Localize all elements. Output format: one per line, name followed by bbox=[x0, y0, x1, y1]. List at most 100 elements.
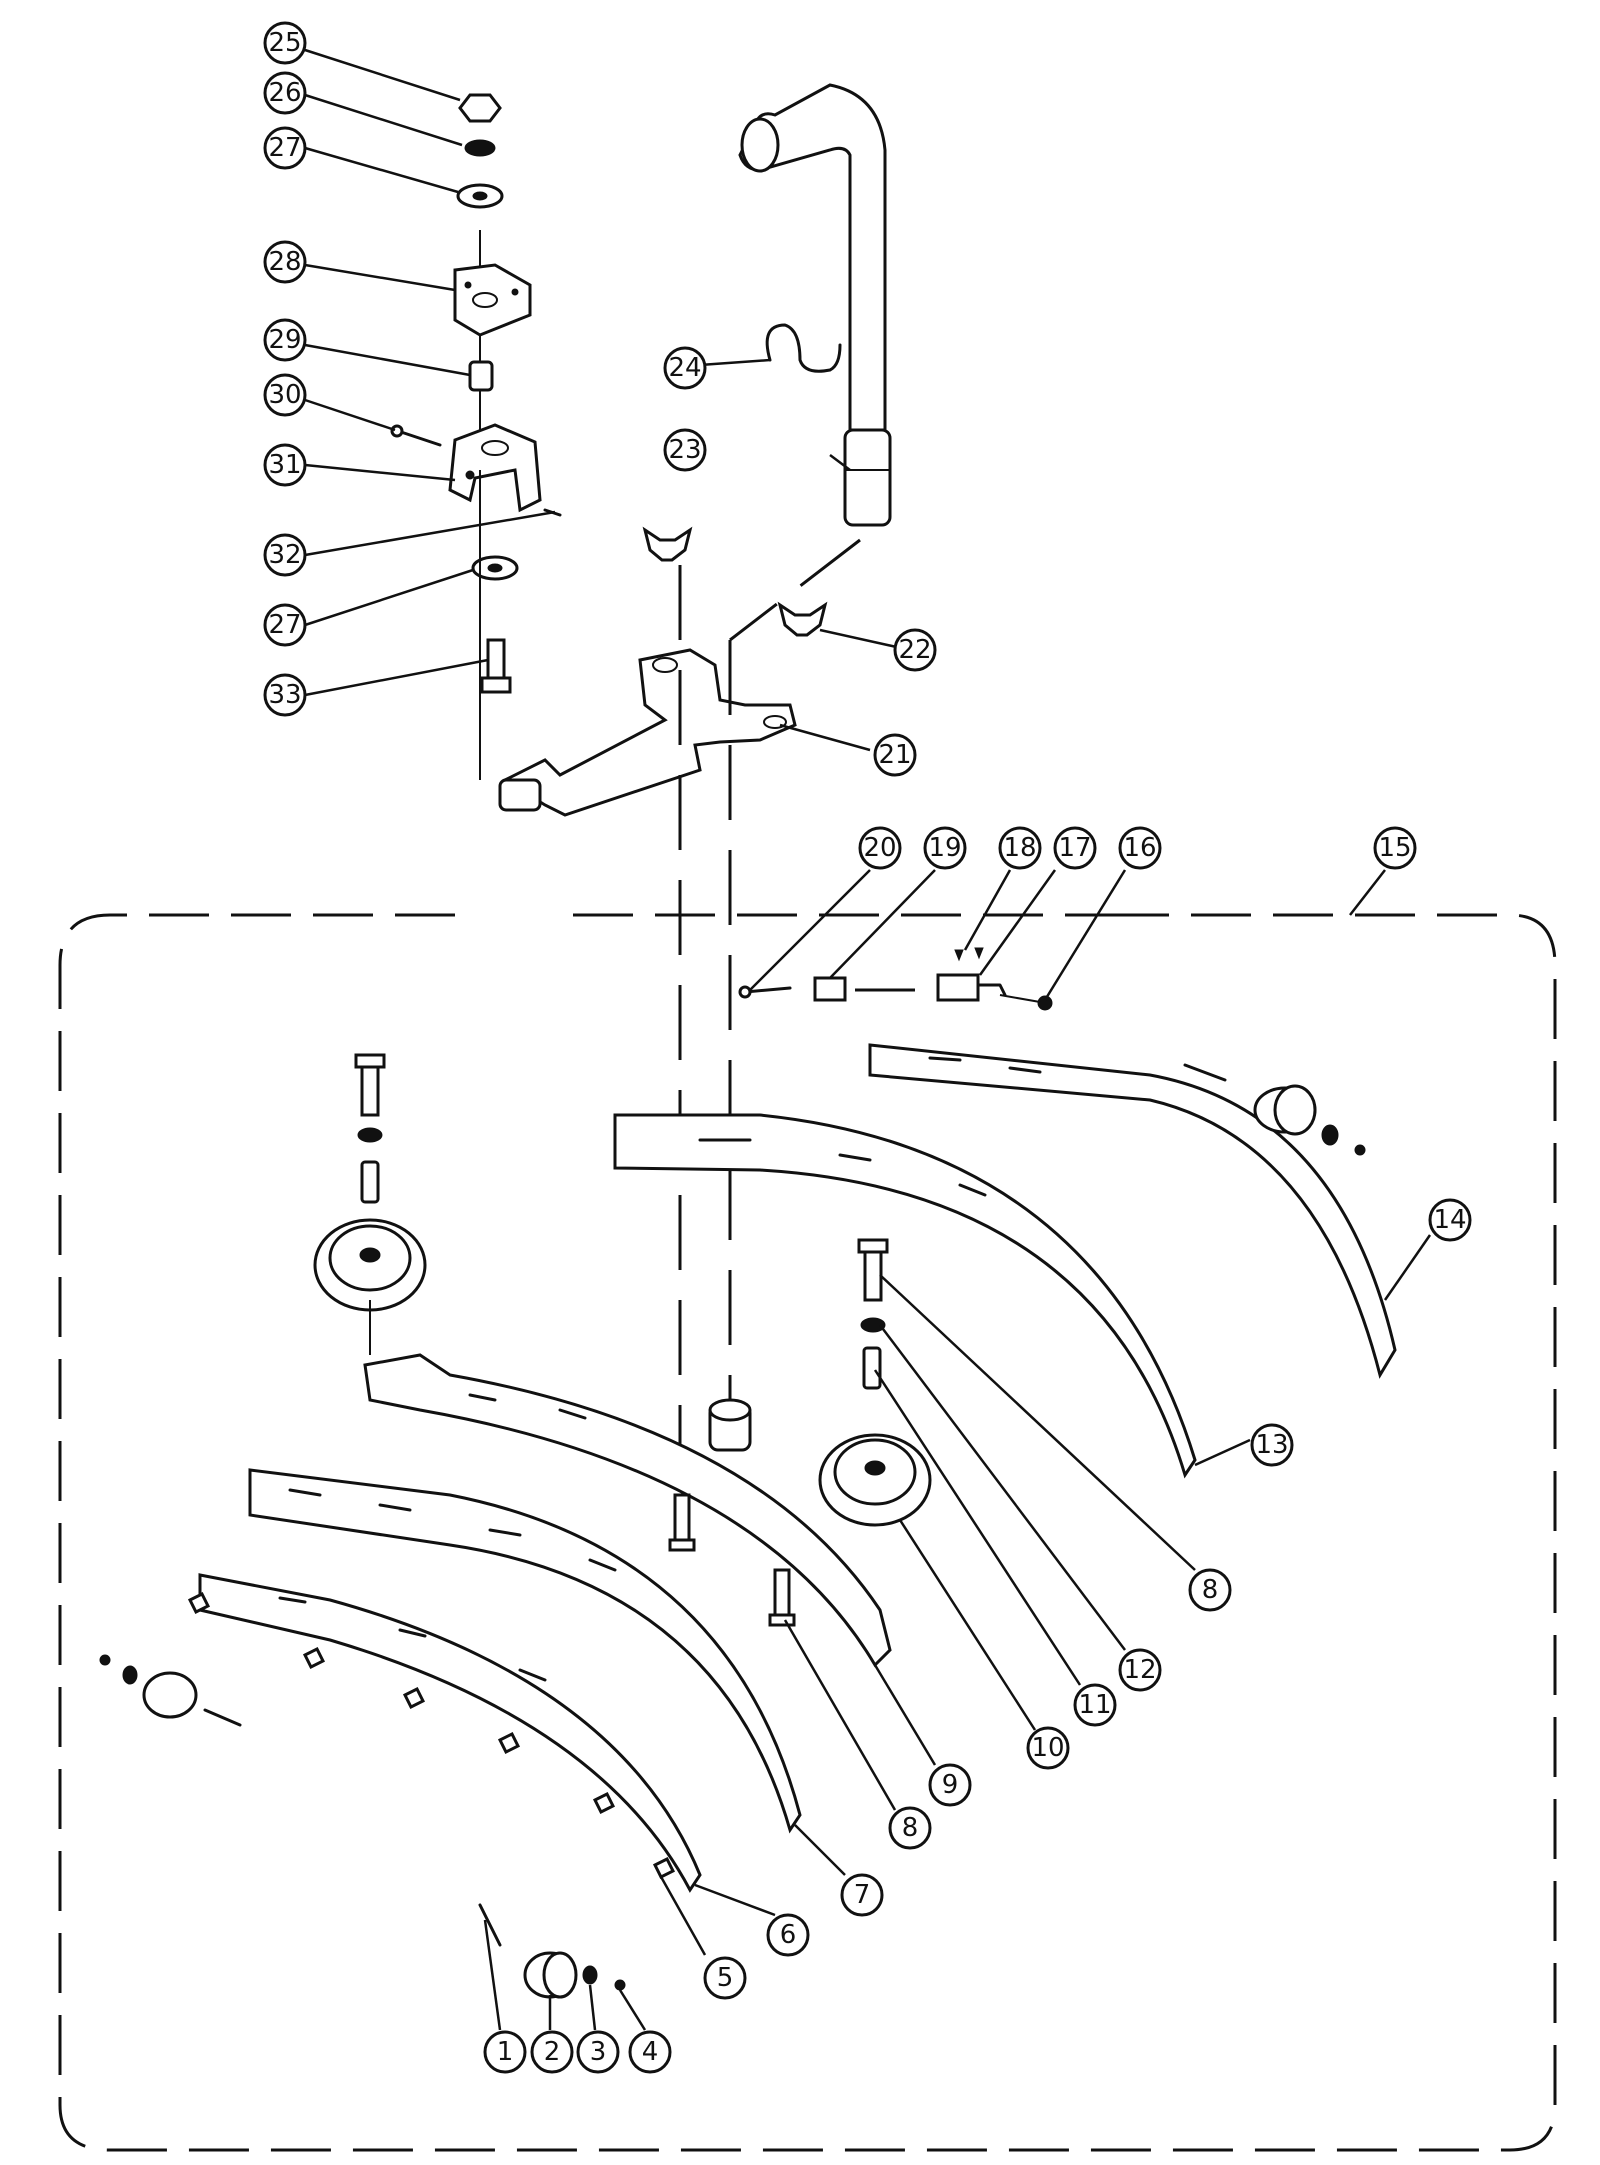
svg-text:20: 20 bbox=[863, 833, 896, 863]
callout-17: 17 bbox=[1053, 826, 1097, 870]
svg-text:31: 31 bbox=[268, 450, 301, 480]
svg-text:19: 19 bbox=[928, 833, 961, 863]
svg-text:25: 25 bbox=[268, 28, 301, 58]
callout-14: 14 bbox=[1428, 1198, 1472, 1242]
rear-blade-inner-part bbox=[613, 1113, 1197, 1479]
callout-9: 9 bbox=[928, 1763, 972, 1807]
callout-8-right: 8 bbox=[1188, 1568, 1232, 1612]
callout-2: 2 bbox=[530, 2030, 574, 2074]
latch-parts bbox=[738, 947, 1053, 1011]
svg-text:17: 17 bbox=[1058, 833, 1091, 863]
callout-27-top: 27 bbox=[263, 126, 307, 170]
mounting-arm-part bbox=[498, 648, 797, 817]
callout-28: 28 bbox=[263, 240, 307, 284]
roller-rear-part bbox=[1183, 1063, 1366, 1156]
callout-20: 20 bbox=[858, 826, 902, 870]
assembly-boundary bbox=[58, 913, 1557, 2152]
roller-bottom-part bbox=[478, 1903, 626, 1999]
svg-text:9: 9 bbox=[942, 1770, 959, 1800]
wheel-bolt-right-part bbox=[857, 1238, 889, 1390]
callout-16: 16 bbox=[1118, 826, 1162, 870]
squeegee-frame-part bbox=[363, 1353, 892, 1668]
callout-32: 32 bbox=[263, 533, 307, 577]
svg-text:13: 13 bbox=[1255, 1430, 1288, 1460]
blade-slots bbox=[278, 1056, 1042, 1682]
front-blade-inner-part bbox=[248, 1468, 802, 1834]
svg-text:24: 24 bbox=[668, 353, 701, 383]
svg-text:5: 5 bbox=[717, 1963, 734, 1993]
svg-text:4: 4 bbox=[642, 2037, 659, 2067]
svg-text:18: 18 bbox=[1003, 833, 1036, 863]
callout-13: 13 bbox=[1250, 1423, 1294, 1467]
pin-part bbox=[390, 424, 442, 447]
callout-29: 29 bbox=[263, 318, 307, 362]
svg-text:26: 26 bbox=[268, 78, 301, 108]
callout-7: 7 bbox=[840, 1873, 884, 1917]
svg-text:8: 8 bbox=[902, 1813, 919, 1843]
callout-19: 19 bbox=[923, 826, 967, 870]
wing-nut-left-part bbox=[642, 526, 693, 562]
svg-text:1: 1 bbox=[497, 2037, 514, 2067]
mount-plate-part bbox=[453, 263, 532, 337]
svg-text:27: 27 bbox=[268, 610, 301, 640]
svg-text:7: 7 bbox=[854, 1880, 871, 1910]
svg-text:6: 6 bbox=[780, 1920, 797, 1950]
svg-text:12: 12 bbox=[1123, 1655, 1156, 1685]
svg-text:29: 29 bbox=[268, 325, 301, 355]
svg-text:30: 30 bbox=[268, 380, 301, 410]
callout-24: 24 bbox=[663, 346, 707, 390]
callout-22: 22 bbox=[893, 628, 937, 672]
svg-text:10: 10 bbox=[1031, 1733, 1064, 1763]
callout-26: 26 bbox=[263, 71, 307, 115]
svg-text:21: 21 bbox=[878, 740, 911, 770]
callout-23: 23 bbox=[663, 428, 707, 472]
callout-6: 6 bbox=[766, 1913, 810, 1957]
wheel-right-part bbox=[818, 1433, 932, 1527]
svg-text:33: 33 bbox=[268, 680, 301, 710]
svg-text:11: 11 bbox=[1078, 1690, 1111, 1720]
svg-text:28: 28 bbox=[268, 247, 301, 277]
callout-33: 33 bbox=[263, 673, 307, 717]
svg-text:2: 2 bbox=[544, 2037, 561, 2067]
lock-washer-part bbox=[464, 139, 496, 157]
svg-text:8: 8 bbox=[1202, 1575, 1219, 1605]
leader-lines bbox=[304, 48, 1432, 2031]
callout-31: 31 bbox=[263, 443, 307, 487]
svg-text:15: 15 bbox=[1378, 833, 1411, 863]
wheel-bolt-left-part bbox=[354, 1053, 386, 1204]
svg-text:23: 23 bbox=[668, 435, 701, 465]
wing-screws bbox=[187, 1591, 676, 1880]
callout-18: 18 bbox=[998, 826, 1042, 870]
front-blade-outer-part bbox=[198, 1573, 702, 1893]
hose-clip-part bbox=[765, 323, 842, 373]
flat-washer-lower-part bbox=[471, 555, 519, 581]
callout-11: 11 bbox=[1073, 1683, 1117, 1727]
svg-text:16: 16 bbox=[1123, 833, 1156, 863]
callout-21: 21 bbox=[873, 733, 917, 777]
svg-text:32: 32 bbox=[268, 540, 301, 570]
svg-text:22: 22 bbox=[898, 635, 931, 665]
callout-27-lower: 27 bbox=[263, 603, 307, 647]
callout-12: 12 bbox=[1118, 1648, 1162, 1692]
callout-5: 5 bbox=[703, 1956, 747, 2000]
wheel-left-part bbox=[313, 1218, 427, 1355]
flat-washer-top-part bbox=[456, 183, 504, 209]
wing-nut-right-part bbox=[777, 601, 828, 637]
svg-text:27: 27 bbox=[268, 133, 301, 163]
callout-10: 10 bbox=[1026, 1726, 1070, 1770]
suction-hose-part bbox=[738, 83, 892, 527]
roller-front-left-part bbox=[99, 1654, 242, 1727]
callout-3: 3 bbox=[576, 2030, 620, 2074]
svg-text:3: 3 bbox=[590, 2037, 607, 2067]
callout-4: 4 bbox=[628, 2030, 672, 2074]
callout-15: 15 bbox=[1373, 826, 1417, 870]
frame-hose-port-top bbox=[708, 1398, 752, 1422]
callout-30: 30 bbox=[263, 373, 307, 417]
spacer-part bbox=[468, 360, 494, 392]
callout-25: 25 bbox=[263, 21, 307, 65]
pivot-bolt-part bbox=[480, 638, 512, 694]
rear-blade-outer-part bbox=[868, 1043, 1397, 1379]
callout-1: 1 bbox=[483, 2030, 527, 2074]
callout-8-left: 8 bbox=[888, 1806, 932, 1850]
